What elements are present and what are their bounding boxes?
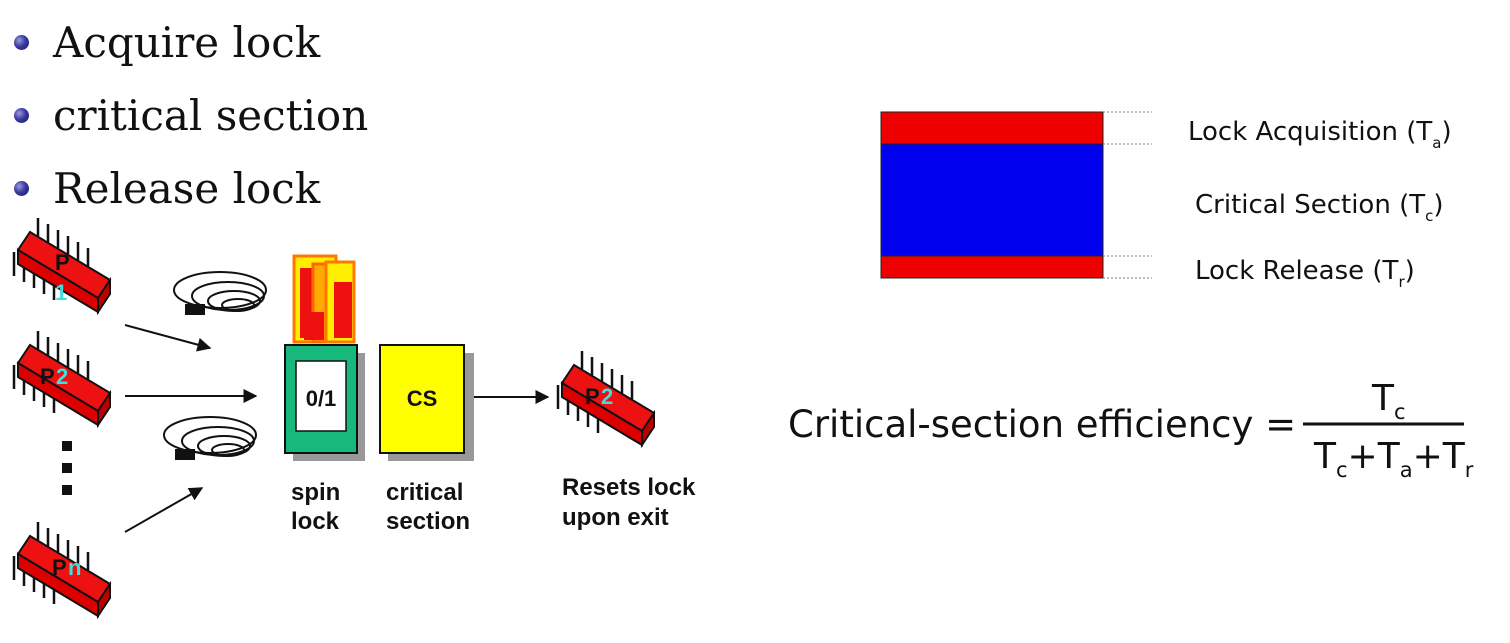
- bullet-text: critical section: [53, 91, 369, 140]
- processor-chip-p2: P 2: [12, 329, 112, 427]
- denominator: Tc+Ta+Tr: [1313, 436, 1474, 482]
- critical-section-segment: [880, 143, 1104, 257]
- chip-label: P: [55, 250, 70, 275]
- bullet-item: Acquire lock: [14, 6, 368, 79]
- bullet-dot-icon: [14, 35, 29, 50]
- timing-bar: [880, 111, 1152, 279]
- spin-coil-icon: [163, 416, 257, 460]
- bullet-dot-icon: [14, 108, 29, 123]
- critical-section-box: CS: [379, 344, 474, 461]
- spin-coil-icon: [173, 271, 267, 315]
- chip-label: P: [40, 364, 55, 389]
- lock-acquisition-segment: [880, 111, 1104, 145]
- efficiency-label: Critical-section efficiency =: [788, 403, 1296, 446]
- efficiency-formula: Critical-section efficiency = Tc Tc+Ta+T…: [788, 378, 1474, 482]
- bullet-text: Release lock: [53, 164, 321, 213]
- bullet-item: critical section: [14, 79, 368, 152]
- bullet-item: Release lock: [14, 152, 368, 225]
- exit-caption: Resets lock: [562, 474, 696, 501]
- arrow: [124, 487, 204, 533]
- exit-caption: upon exit: [562, 504, 669, 531]
- critical-section-label: Critical Section (Tc): [1195, 190, 1444, 225]
- lock-acquisition-label: Lock Acquisition (Ta): [1188, 117, 1452, 152]
- contention-fire-icon: [292, 254, 356, 344]
- cs-caption: section: [386, 508, 470, 535]
- chip-label: P: [585, 384, 600, 409]
- lock-release-segment: [880, 255, 1104, 279]
- chip-label: 2: [56, 364, 68, 389]
- processor-chip-pn: P n: [12, 520, 112, 618]
- lock-value: 0/1: [306, 386, 337, 411]
- ellipsis-dots: [62, 441, 72, 495]
- arrow: [124, 324, 212, 352]
- bullet-text: Acquire lock: [53, 18, 321, 67]
- spin-lock-box: 0/1: [284, 344, 365, 461]
- processor-chip-p2-exit: P 2: [556, 349, 656, 447]
- lock-caption: lock: [291, 508, 340, 535]
- numerator: Tc: [1371, 378, 1406, 424]
- chip-label: 2: [601, 384, 613, 409]
- bullet-dot-icon: [14, 181, 29, 196]
- chip-label: 1: [55, 280, 67, 305]
- cs-caption: critical: [386, 479, 463, 506]
- cs-value: CS: [407, 386, 438, 411]
- lock-release-label: Lock Release (Tr): [1195, 256, 1415, 291]
- chip-label: P: [52, 555, 67, 580]
- chip-label: n: [68, 555, 81, 580]
- bullet-list: Acquire lock critical section Release lo…: [14, 6, 368, 225]
- lock-caption: spin: [291, 479, 340, 506]
- processor-chip-p1: P 1: [12, 216, 112, 314]
